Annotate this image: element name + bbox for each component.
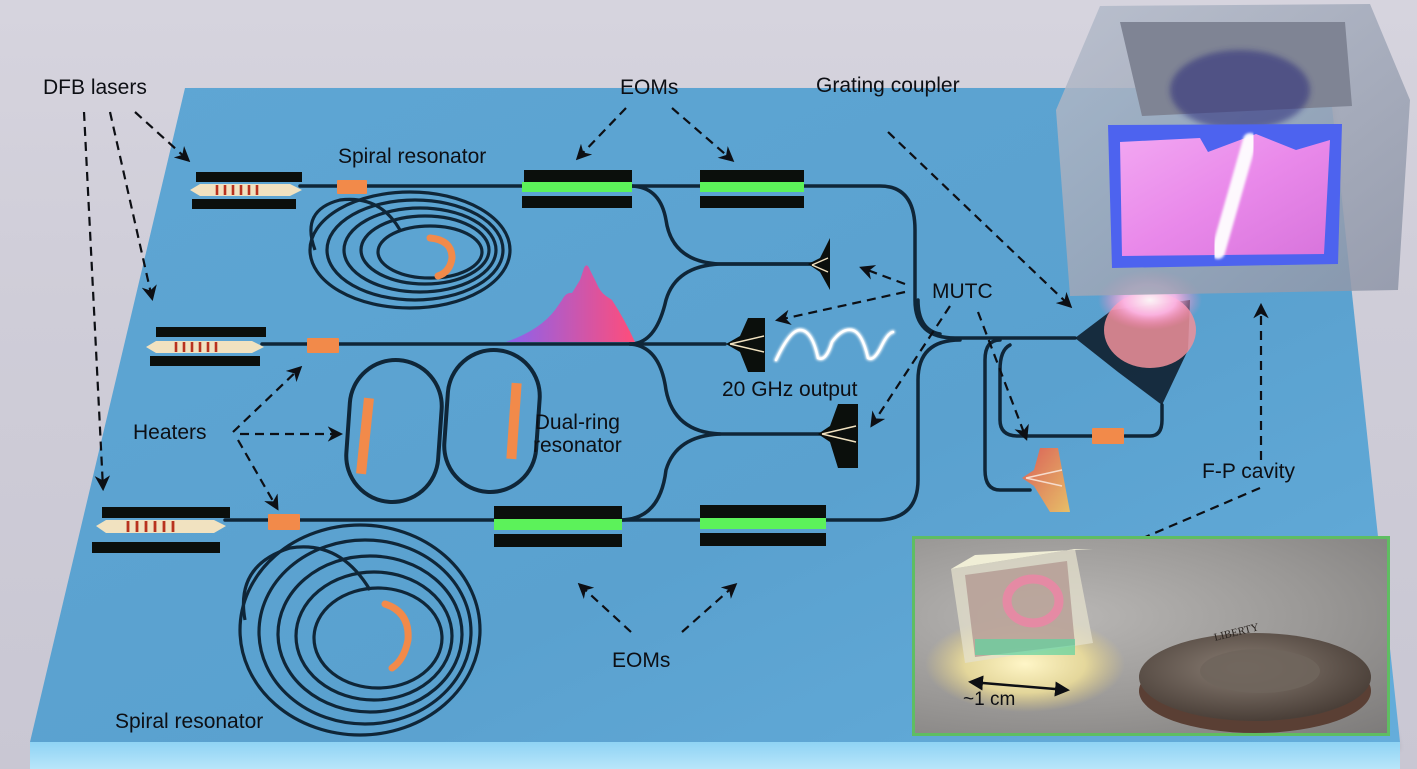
spiral-resonator-top — [308, 190, 512, 310]
label-heaters: Heaters — [133, 421, 207, 444]
spiral-heater-top — [426, 234, 456, 280]
label-20ghz-output: 20 GHz output — [722, 378, 858, 401]
label-dual-ring-resonator: Dual-ring resonator — [533, 411, 622, 457]
label-spiral-resonator-top: Spiral resonator — [338, 145, 487, 168]
dual-ring-resonator — [344, 348, 542, 504]
scale-arrow — [968, 675, 1070, 697]
label-fp-cavity: F-P cavity — [1202, 460, 1295, 483]
eom-bottom-left — [494, 506, 622, 547]
label-dual-ring-line2: resonator — [533, 434, 622, 458]
dime-coin — [1139, 633, 1371, 733]
scale-label: ~1 cm — [963, 689, 1016, 710]
fp-cavity-photo-inset: LIBERTY ~1 cm — [912, 536, 1390, 736]
bus-heater-middle — [307, 338, 339, 353]
dfb-laser-bottom — [92, 507, 230, 553]
bus-heater-top — [337, 180, 367, 194]
dfb-laser-top — [190, 172, 302, 209]
spiral-heater-bottom — [381, 600, 412, 672]
mutc-bottom — [818, 404, 858, 468]
mutc-top — [808, 238, 830, 290]
label-eoms-bottom: EOMs — [612, 649, 671, 672]
mutc-right — [1022, 448, 1070, 512]
dual-ring-heater-right — [506, 382, 522, 460]
spiral-resonator-bottom — [238, 523, 482, 737]
label-spiral-resonator-bottom: Spiral resonator — [115, 710, 264, 733]
frequency-comb-spectrum — [506, 265, 635, 342]
eom-top-right — [700, 170, 804, 208]
label-mutc: MUTC — [932, 280, 993, 303]
bus-heater-right — [1092, 428, 1124, 444]
eom-top-left — [522, 170, 632, 208]
dual-ring-heater-left — [356, 397, 374, 475]
dfb-laser-middle — [146, 327, 266, 366]
mutc-middle — [726, 318, 765, 372]
fp-cavity-render — [1056, 4, 1410, 296]
label-eoms-top: EOMs — [620, 76, 679, 99]
annotation-arrows — [82, 107, 1269, 633]
glass-cube-photo — [951, 549, 1093, 663]
label-dfb-lasers: DFB lasers — [43, 76, 147, 99]
label-dual-ring-line1: Dual-ring — [534, 411, 620, 434]
bus-heater-bottom — [268, 514, 300, 530]
eom-bottom-right — [700, 505, 826, 546]
label-grating-coupler: Grating coupler — [816, 74, 960, 97]
